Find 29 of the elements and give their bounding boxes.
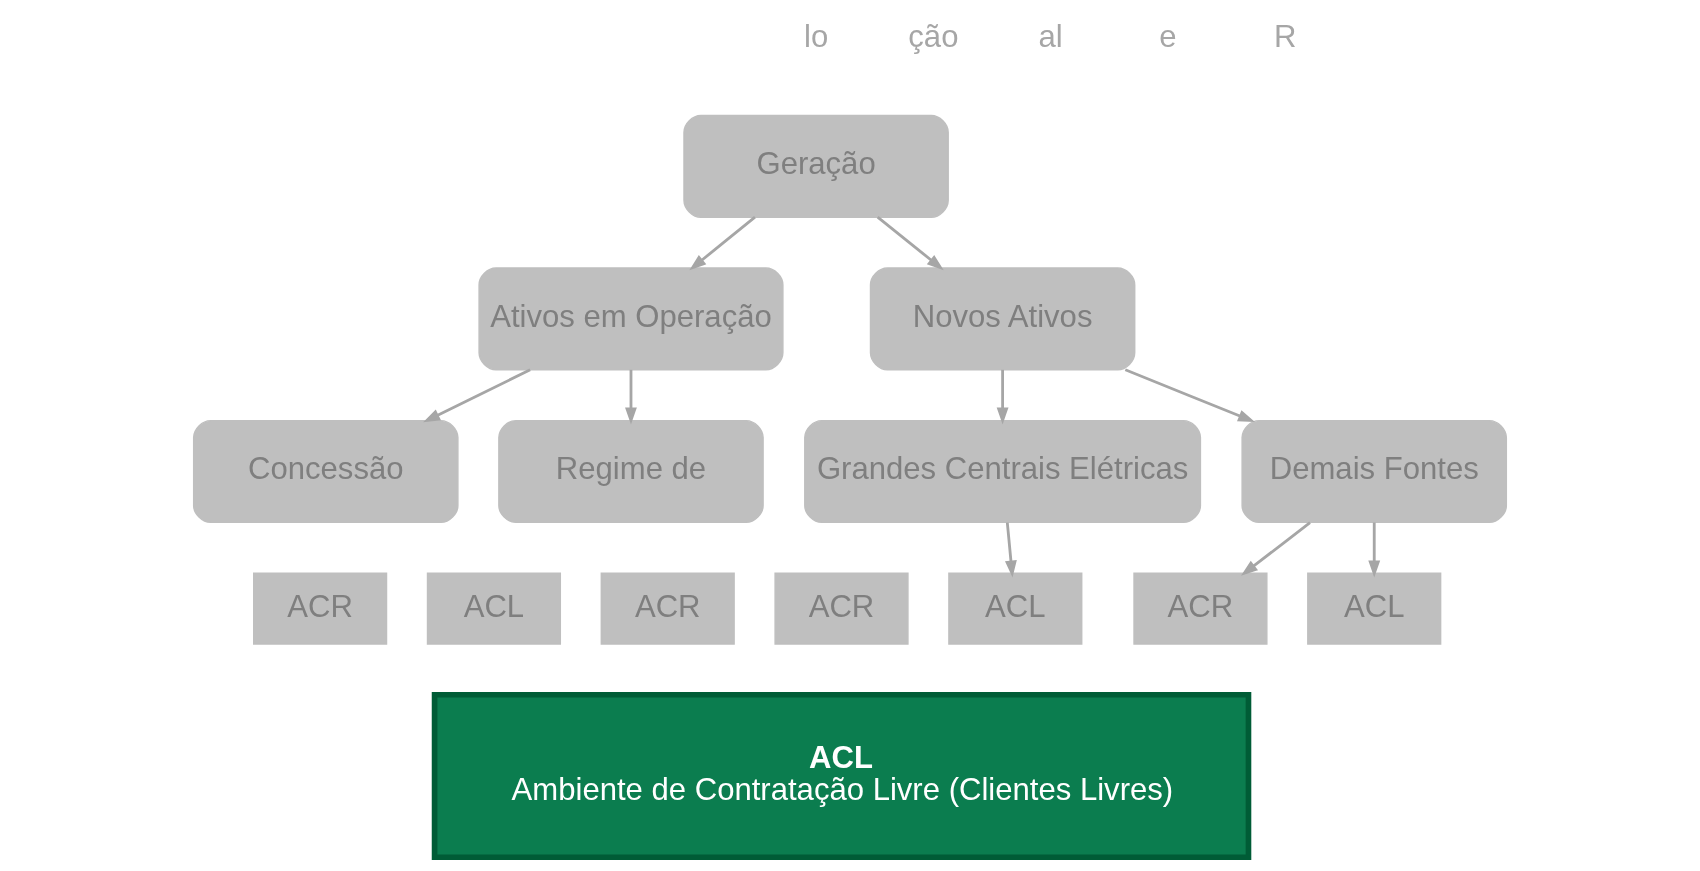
node-box: Ativos em Operação bbox=[478, 267, 784, 371]
arrow bbox=[689, 216, 756, 271]
arrow bbox=[996, 369, 1009, 425]
node-box: ACR bbox=[1133, 572, 1268, 645]
node-box: ACR bbox=[600, 572, 735, 645]
node-box: ACL bbox=[426, 572, 562, 645]
arrow bbox=[1004, 522, 1017, 578]
node-box: Regime de bbox=[498, 419, 764, 524]
node-box: ACL Ambiente de Contratação Livre (Clientes Livres) bbox=[431, 691, 1252, 861]
label: lo bbox=[803, 19, 829, 55]
label: e bbox=[1159, 19, 1177, 55]
label: ção bbox=[908, 19, 959, 55]
label: al bbox=[1038, 19, 1063, 55]
node-box: Grandes Centrais Elétricas bbox=[804, 419, 1202, 524]
node-box: ACR bbox=[253, 572, 388, 645]
node-box: Concessão bbox=[192, 419, 459, 524]
arrow bbox=[625, 369, 637, 425]
arrow bbox=[1124, 368, 1255, 423]
node-box: Novos Ativos bbox=[869, 267, 1136, 371]
node-box: ACL bbox=[948, 572, 1083, 645]
node-box: Demais Fontes bbox=[1241, 419, 1508, 524]
node-box: Geração bbox=[683, 114, 949, 218]
label: R bbox=[1273, 19, 1297, 55]
arrow bbox=[876, 216, 944, 271]
node-box: ACL bbox=[1307, 572, 1442, 645]
arrow bbox=[1240, 521, 1311, 576]
node-box: ACR bbox=[774, 572, 909, 645]
arrow bbox=[423, 368, 531, 423]
arrow bbox=[1368, 522, 1381, 578]
